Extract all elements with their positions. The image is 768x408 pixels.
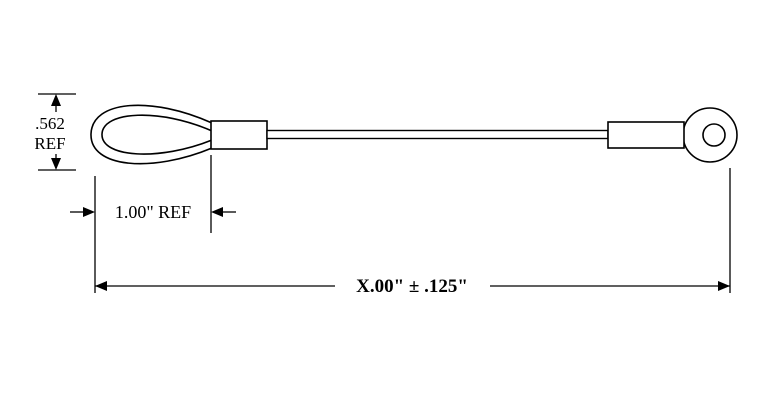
cable-body [266, 129, 609, 140]
arrow-right-icon [83, 207, 95, 217]
dim-overall-length-label: X.00" ± .125" [356, 276, 468, 297]
dim-loop-length: 1.00" REF [70, 155, 236, 233]
dim-overall-length: X.00" ± .125" [95, 168, 731, 297]
eyelet-sleeve [607, 121, 685, 149]
arrow-left-icon [211, 207, 223, 217]
arrow-left-icon [95, 281, 107, 291]
arrow-up-icon [51, 94, 61, 106]
thimble-loop-outer [90, 104, 213, 165]
crimp-ferrule [210, 120, 268, 150]
arrow-right-icon [718, 281, 730, 291]
eyelet-hole [702, 123, 726, 147]
thimble-loop-inner [101, 114, 213, 155]
dim-loop-length-label: 1.00" REF [115, 202, 191, 222]
arrow-down-icon [51, 158, 61, 170]
dim-loop-height-label-line1: .562 [35, 114, 65, 133]
dim-loop-height-label-line2: REF [34, 134, 65, 153]
dim-loop-height: .562 REF [34, 93, 76, 171]
